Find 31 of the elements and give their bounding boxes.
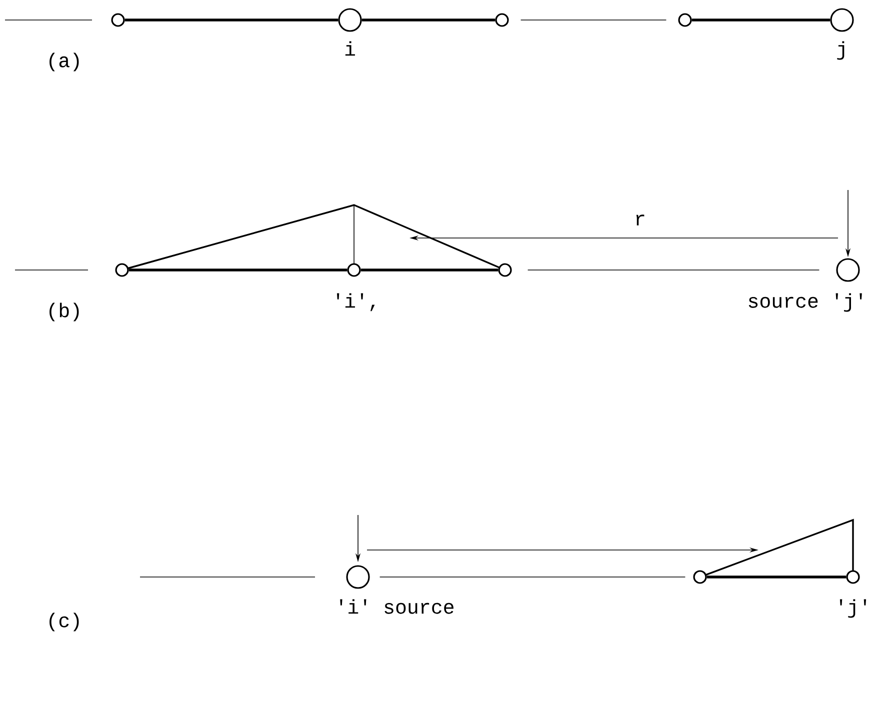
connector-line [706, 576, 846, 578]
connector-line [128, 268, 348, 272]
node-circle [836, 258, 860, 282]
node-circle [495, 13, 509, 27]
node-label: source 'j' [748, 293, 862, 312]
node-circle [693, 570, 707, 584]
panel-label: (b) [50, 302, 79, 322]
connector-line [692, 18, 830, 22]
connector-line [362, 18, 496, 22]
triangle-drawing [705, 518, 854, 576]
node-label: j [837, 41, 844, 60]
node-circle [830, 8, 854, 32]
node-circle [346, 565, 370, 589]
connector-line [379, 576, 686, 578]
node-circle [338, 8, 362, 32]
node-circle [846, 570, 860, 584]
node-label: i [345, 41, 355, 56]
edge-label: r [636, 214, 644, 226]
node-circle [111, 13, 125, 27]
triangle-drawing [128, 204, 500, 270]
node-circle [498, 263, 512, 277]
node-circle [347, 263, 361, 277]
node-circle [115, 263, 129, 277]
node-label: 'i', [336, 293, 375, 312]
node-label: 'i' source [340, 599, 454, 614]
connector-line [360, 268, 498, 272]
panel-label: (c) [50, 612, 79, 632]
panel-label: (a) [50, 52, 79, 72]
node-circle [678, 13, 692, 27]
connector-line [124, 18, 338, 22]
node-label: 'j' [840, 599, 866, 618]
